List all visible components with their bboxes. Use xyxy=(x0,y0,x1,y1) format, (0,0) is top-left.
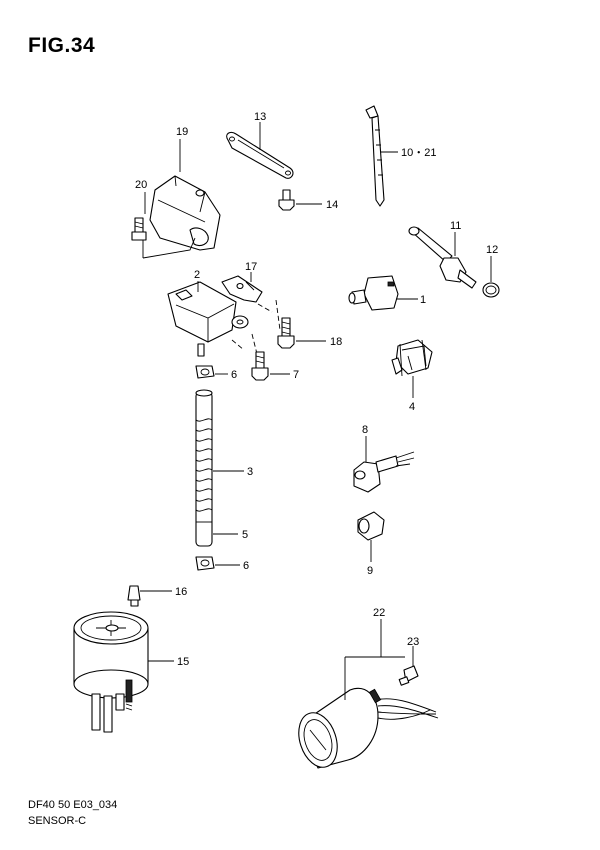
part-8-sensor xyxy=(353,451,415,493)
callout-5: 5 xyxy=(242,529,248,541)
callout-10-21: 10・21 xyxy=(401,147,436,159)
part-6-clip-lower xyxy=(195,556,215,571)
callout-18: 18 xyxy=(330,336,342,348)
part-19-sensor-housing xyxy=(149,175,221,251)
callout-14: 14 xyxy=(326,199,338,211)
callout-12: 12 xyxy=(486,244,498,256)
part-10-21-cable-tie xyxy=(365,105,385,207)
callout-20: 20 xyxy=(135,179,147,191)
callout-3: 3 xyxy=(247,466,253,478)
part-9-grommet xyxy=(357,511,385,541)
part-7-bolt xyxy=(251,351,269,381)
leader-22-top xyxy=(345,619,382,658)
part-6-clip-upper xyxy=(195,365,215,379)
callout-16: 16 xyxy=(175,586,187,598)
part-22-gauge-assy xyxy=(298,688,439,769)
part-4-sensor xyxy=(391,339,433,377)
callout-9: 9 xyxy=(367,565,373,577)
callout-19: 19 xyxy=(176,126,188,138)
part-15-gauge xyxy=(73,611,149,733)
part-2-module xyxy=(167,281,249,357)
leader-20-group xyxy=(142,237,196,259)
part-18-bolt xyxy=(277,317,295,349)
dash-17-18 xyxy=(257,299,281,331)
callout-23: 23 xyxy=(407,636,419,648)
part-23-bulb xyxy=(398,665,419,686)
part-1-switch xyxy=(348,275,399,311)
part-17-bracket xyxy=(221,275,263,303)
callout-15: 15 xyxy=(177,656,189,668)
part-14-bolt xyxy=(278,189,295,211)
callout-2: 2 xyxy=(194,269,200,281)
callout-6b: 6 xyxy=(243,560,249,572)
callout-1: 1 xyxy=(420,294,426,306)
callout-11: 11 xyxy=(450,220,461,232)
callout-13: 13 xyxy=(254,111,266,123)
part-13-strap xyxy=(226,131,294,179)
callout-8: 8 xyxy=(362,424,368,436)
callout-6a: 6 xyxy=(231,369,237,381)
figure-title: FIG.34 xyxy=(28,34,96,57)
part-16-bulb xyxy=(127,585,141,607)
dash-2-7 xyxy=(231,333,259,359)
footer-section-name: SENSOR-C xyxy=(28,815,87,827)
callout-17: 17 xyxy=(245,261,257,273)
callout-7: 7 xyxy=(293,369,299,381)
callout-22: 22 xyxy=(373,607,385,619)
part-11-sensor xyxy=(408,226,477,289)
part-20-bolt xyxy=(131,217,147,241)
part-12-o-ring xyxy=(482,282,500,298)
callout-4: 4 xyxy=(409,401,415,413)
footer-model-code: DF40 50 E03_034 xyxy=(28,799,118,811)
part-3-5-tube xyxy=(195,389,213,547)
